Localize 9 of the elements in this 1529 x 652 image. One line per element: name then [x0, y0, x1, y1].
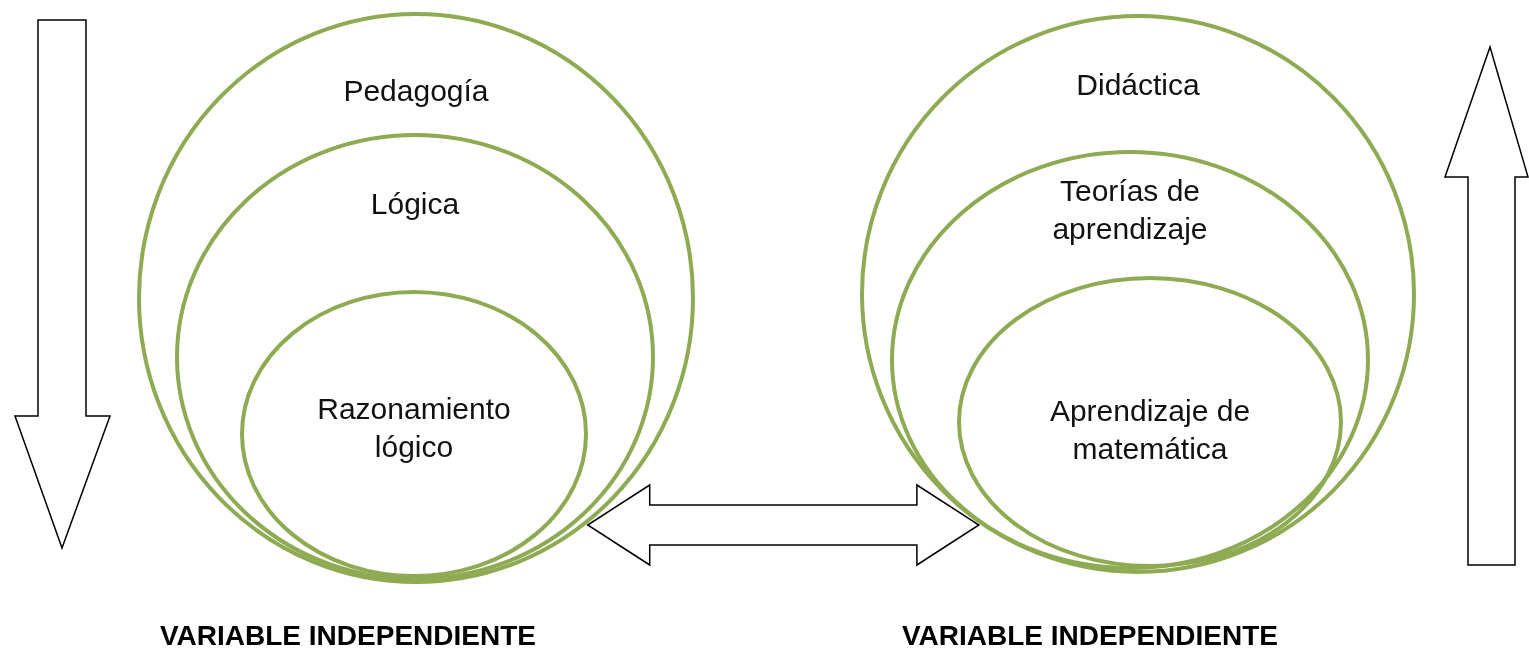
node-label: Razonamiento lógico [316, 391, 512, 465]
double-arrow [586, 483, 981, 567]
node-label: Didáctica [1076, 67, 1200, 103]
node-label: Lógica [370, 186, 460, 222]
node-label: Pedagogía [343, 73, 489, 109]
node-label: Aprendizaje de matemática [1048, 393, 1252, 467]
variable-label: VARIABLE INDEPENDIENTE [160, 620, 536, 652]
variable-label: VARIABLE INDEPENDIENTE [902, 620, 1278, 652]
node-label: Teorías de aprendizaje [1051, 173, 1209, 247]
